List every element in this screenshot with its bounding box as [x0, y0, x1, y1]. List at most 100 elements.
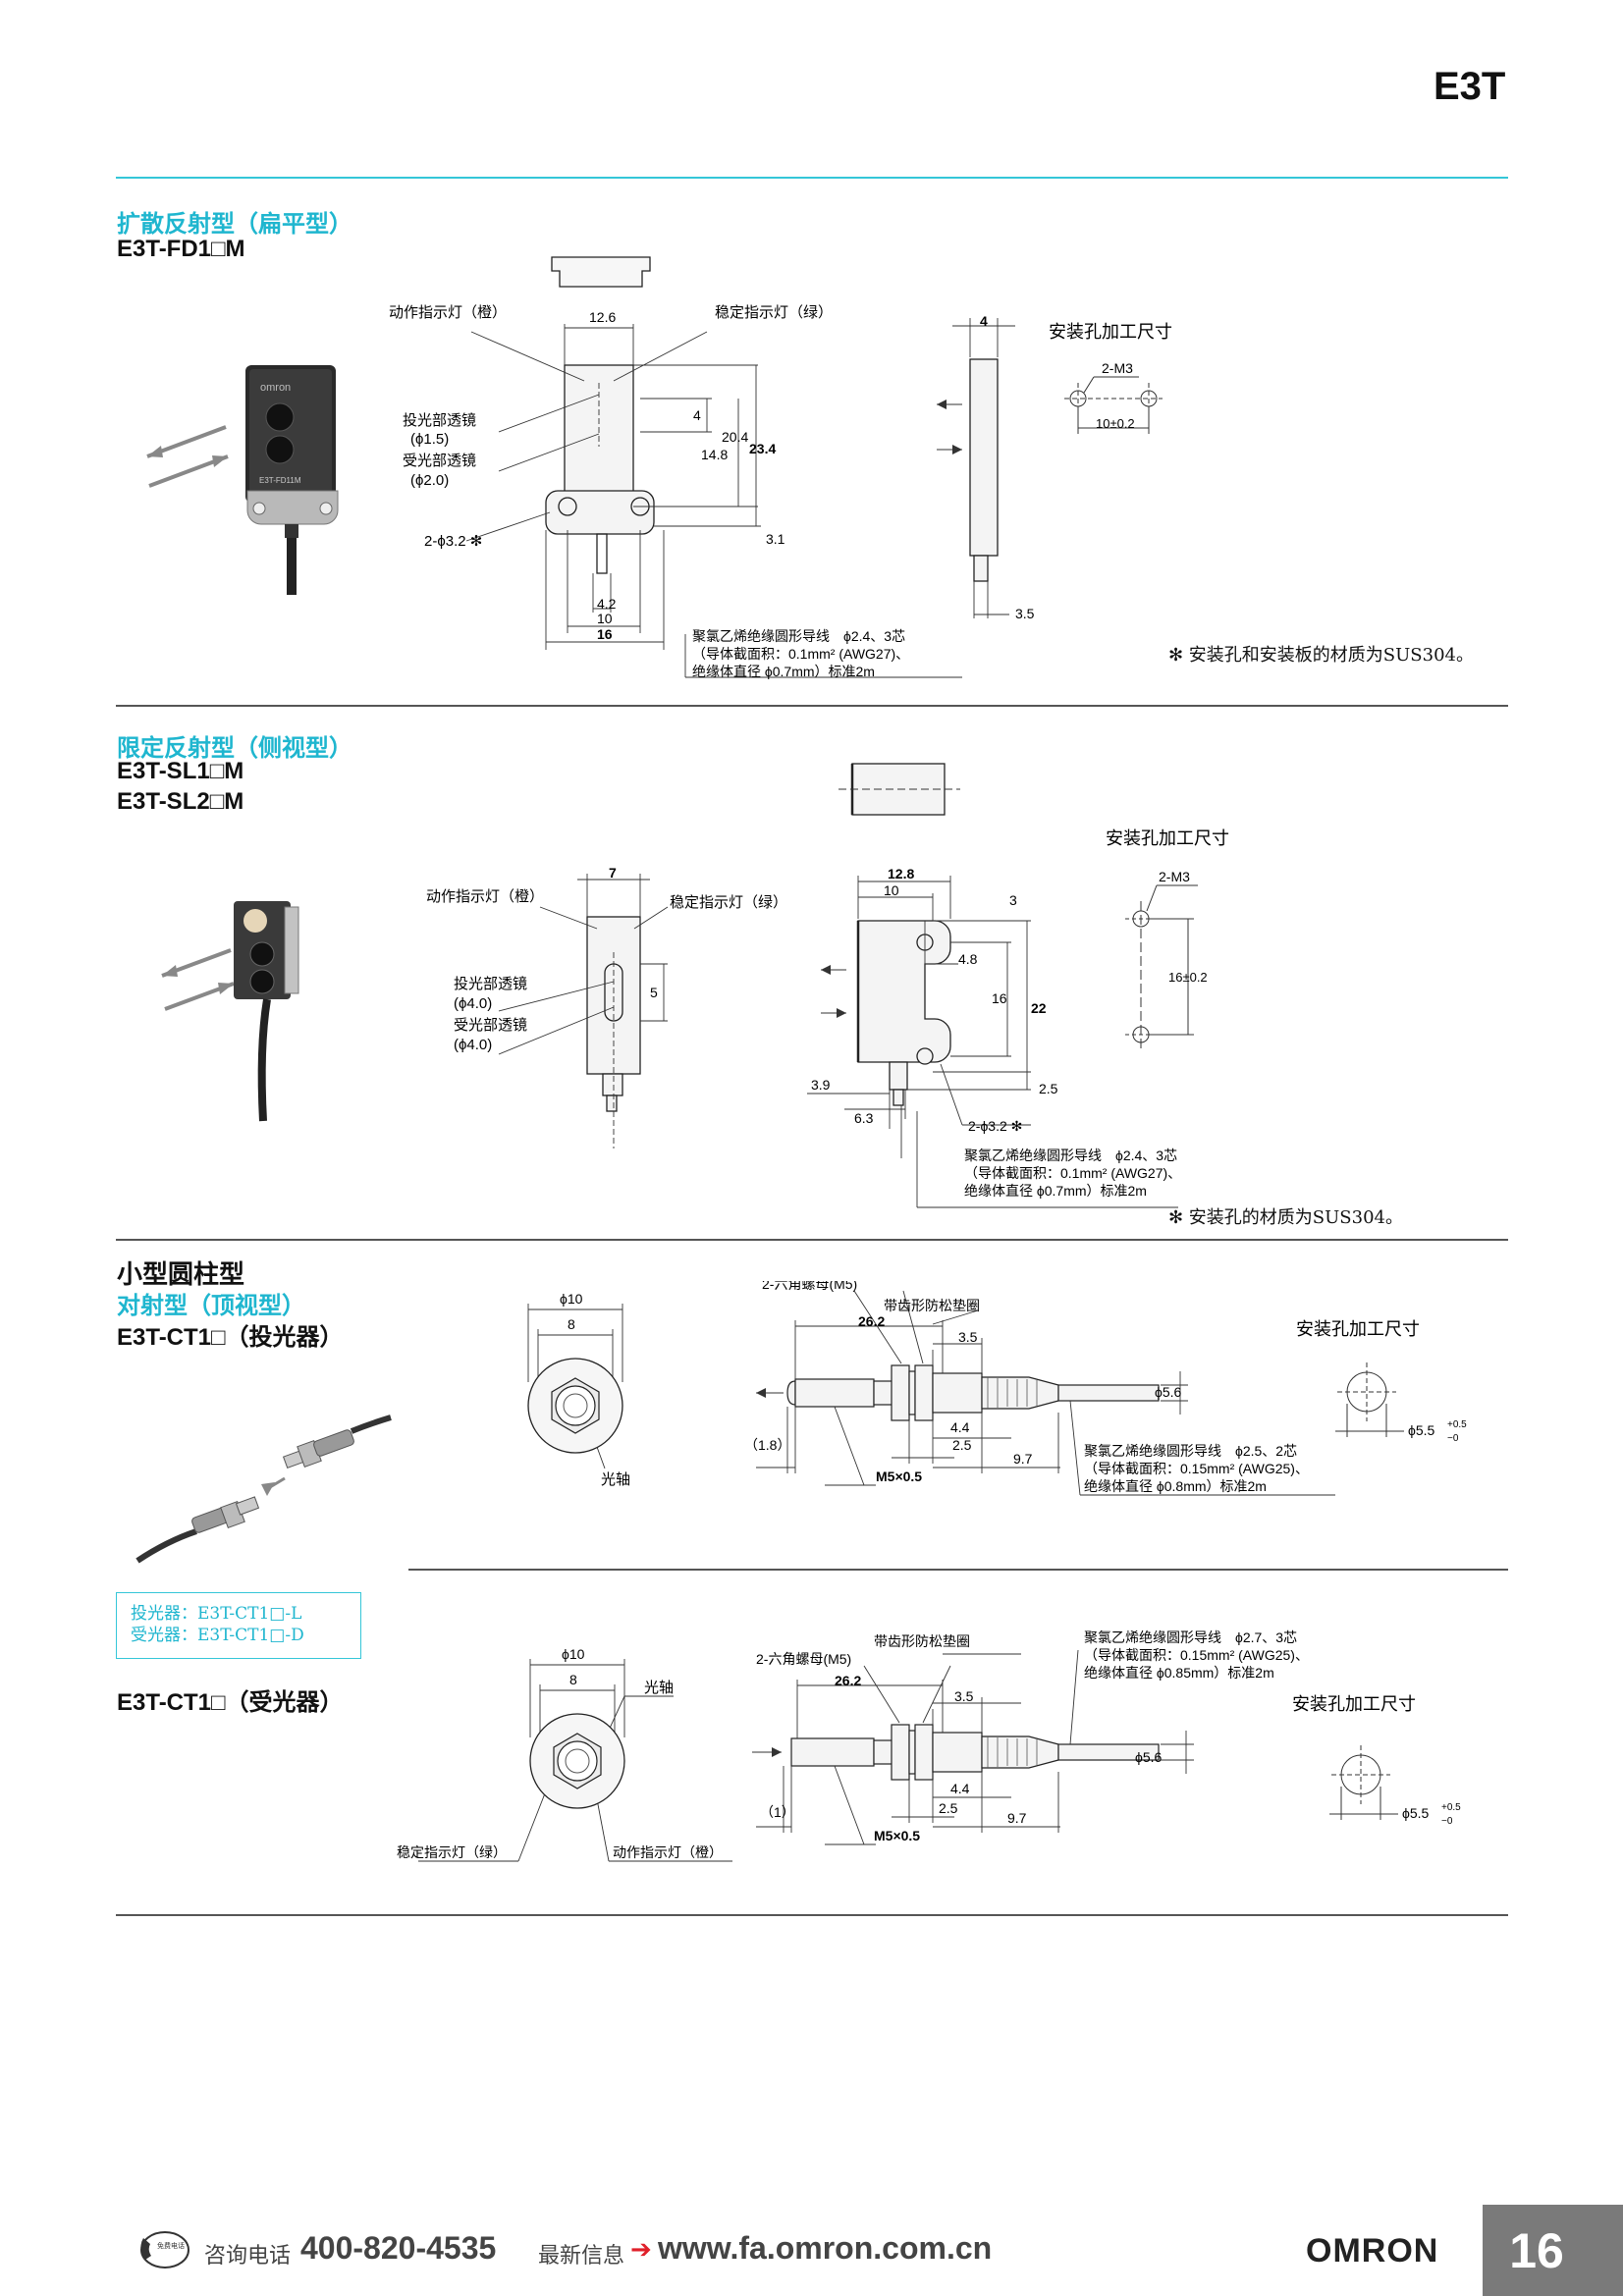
svg-text:（导体截面积：0.15mm² (AWG25)、: （导体截面积：0.15mm² (AWG25)、 — [1084, 1461, 1309, 1476]
svg-text:2.5: 2.5 — [1039, 1081, 1058, 1096]
section2-model-1: E3T-SL1□M — [117, 758, 244, 784]
svg-text:8: 8 — [568, 1316, 575, 1332]
photo-label: E3T-FD11M — [259, 476, 301, 485]
svg-text:2-ϕ3.2 ✻: 2-ϕ3.2 ✻ — [968, 1118, 1022, 1134]
svg-text:22: 22 — [1031, 1000, 1047, 1016]
svg-text:聚氯乙烯绝缘圆形导线 ϕ2.4、3芯: 聚氯乙烯绝缘圆形导线 ϕ2.4、3芯 — [964, 1148, 1177, 1163]
svg-text:23.4: 23.4 — [749, 441, 776, 456]
section2-front-drawing: 7 动作指示灯（橙） 稳定指示灯（绿） 投光部透镜 (ϕ4.0) 受光部透镜 (… — [426, 865, 787, 1148]
svg-text:M5×0.5: M5×0.5 — [874, 1828, 920, 1843]
svg-text:绝缘体直径 ϕ0.8mm）标准2m: 绝缘体直径 ϕ0.8mm）标准2m — [1084, 1478, 1267, 1494]
svg-text:26.2: 26.2 — [858, 1313, 885, 1329]
svg-text:4: 4 — [693, 407, 701, 423]
svg-text:安装孔加工尺寸: 安装孔加工尺寸 — [1049, 322, 1172, 342]
product-code: E3T — [1434, 65, 1506, 108]
svg-text:3.5: 3.5 — [954, 1688, 974, 1704]
emitter-side-drawing: 2-六角螺母(M5) 带齿形防松垫圈 26.2 3.5 ϕ5.6 （1.8） 4… — [744, 1281, 1335, 1496]
svg-text:2-ϕ3.2 ✻: 2-ϕ3.2 ✻ — [424, 533, 482, 550]
svg-text:聚氯乙烯绝缘圆形导线 ϕ2.7、3芯: 聚氯乙烯绝缘圆形导线 ϕ2.7、3芯 — [1084, 1629, 1297, 1645]
svg-text:投光部透镜: 投光部透镜 — [454, 975, 527, 992]
news-label: 最新信息 — [538, 2243, 625, 2268]
variant-box: 投光器：E3T-CT1□-L 受光器：E3T-CT1□-D — [116, 1592, 361, 1659]
section-divider — [116, 1239, 1508, 1241]
section2-title: 限定反射型（侧视型） — [117, 735, 352, 762]
section1-model: E3T-FD1□M — [117, 236, 245, 262]
omron-logo: OMRON — [1306, 2232, 1439, 2269]
svg-text:7: 7 — [609, 865, 617, 881]
svg-text:2-M3: 2-M3 — [1159, 869, 1190, 884]
svg-text:12.8: 12.8 — [888, 866, 914, 881]
svg-text:12.6: 12.6 — [589, 309, 616, 325]
svg-text:4.2: 4.2 — [597, 596, 617, 612]
receiver-mount-drawing: 安装孔加工尺寸 ϕ5.5 +0.5 −0 — [1292, 1694, 1461, 1827]
website-link[interactable]: www.fa.omron.com.cn — [658, 2230, 993, 2266]
svg-text:光轴: 光轴 — [644, 1680, 674, 1696]
emitter-front-drawing: ϕ10 8 光轴 — [527, 1291, 630, 1488]
svg-text:4.4: 4.4 — [950, 1419, 970, 1435]
svg-text:6.3: 6.3 — [854, 1110, 874, 1126]
svg-text:4: 4 — [980, 313, 988, 329]
svg-text:动作指示灯（橙）: 动作指示灯（橙） — [426, 888, 544, 905]
svg-text:ϕ5.6: ϕ5.6 — [1135, 1749, 1163, 1765]
svg-text:9.7: 9.7 — [1013, 1451, 1033, 1467]
svg-text:绝缘体直径 ϕ0.7mm）标准2m: 绝缘体直径 ϕ0.7mm）标准2m — [692, 664, 875, 679]
hotline-number[interactable]: 400-820-4535 — [300, 2230, 497, 2266]
svg-text:16±0.2: 16±0.2 — [1168, 970, 1208, 985]
svg-text:4.4: 4.4 — [950, 1781, 970, 1796]
svg-text:安装孔加工尺寸: 安装孔加工尺寸 — [1292, 1694, 1416, 1714]
section2-side-drawing: 12.8 10 3 4.8 16 22 2.5 3.9 6.3 2-ϕ3.2 ✻… — [807, 866, 1181, 1208]
svg-text:聚氯乙烯绝缘圆形导线 ϕ2.4、3芯: 聚氯乙烯绝缘圆形导线 ϕ2.4、3芯 — [692, 628, 905, 644]
variant-receiver: 受光器：E3T-CT1□-D — [131, 1626, 304, 1645]
page-number-tab: 16 — [1483, 2205, 1623, 2296]
svg-text:3: 3 — [1009, 892, 1017, 908]
svg-text:−0: −0 — [1441, 1816, 1453, 1827]
svg-text:2-六角螺母(M5): 2-六角螺母(M5) — [762, 1281, 857, 1292]
section1-product-photo: omron E3T-FD11M — [146, 365, 339, 595]
section1-front-drawing: 动作指示灯（橙） 稳定指示灯（绿） 12.6 投光部透镜 (ϕ1.5) 受光部透… — [389, 256, 962, 679]
svg-text:动作指示灯（橙）: 动作指示灯（橙） — [389, 304, 507, 321]
svg-text:安装孔加工尺寸: 安装孔加工尺寸 — [1106, 828, 1229, 848]
sub-divider — [408, 1569, 1508, 1571]
section2-product-photo — [161, 901, 299, 1122]
receiver-front-drawing: ϕ10 8 光轴 稳定指示灯（绿） 动作指示灯（橙） — [397, 1646, 732, 1862]
svg-text:ϕ10: ϕ10 — [560, 1291, 583, 1307]
svg-text:+0.5: +0.5 — [1441, 1802, 1461, 1813]
svg-text:(ϕ4.0): (ϕ4.0) — [454, 995, 492, 1012]
receiver-side-drawing: 2-六角螺母(M5) 带齿形防松垫圈 26.2 3.5 聚氯乙烯绝缘圆形导线 ϕ… — [752, 1629, 1309, 1845]
svg-text:−0: −0 — [1447, 1433, 1459, 1444]
svg-text:光轴: 光轴 — [601, 1471, 630, 1488]
section1-title: 扩散反射型（扁平型） — [117, 211, 352, 238]
page-number: 16 — [1509, 2223, 1564, 2278]
svg-text:动作指示灯（橙）: 动作指示灯（橙） — [613, 1844, 723, 1860]
variant-emitter: 投光器：E3T-CT1□-L — [131, 1604, 302, 1624]
section3-model-emitter: E3T-CT1□（投光器） — [117, 1324, 344, 1351]
svg-text:14.8: 14.8 — [701, 447, 728, 462]
svg-text:4.8: 4.8 — [958, 951, 978, 967]
emitter-mount-drawing: 安装孔加工尺寸 ϕ5.5 +0.5 −0 — [1296, 1319, 1467, 1444]
svg-text:2.5: 2.5 — [939, 1800, 958, 1816]
svg-text:10±0.2: 10±0.2 — [1096, 416, 1135, 431]
section3-title: 对射型（顶视型） — [117, 1293, 305, 1319]
svg-text:投光部透镜: 投光部透镜 — [403, 411, 476, 429]
svg-text:（导体截面积：0.15mm² (AWG25)、: （导体截面积：0.15mm² (AWG25)、 — [1084, 1647, 1309, 1663]
section1-side-drawing: 4 3.5 — [937, 313, 1035, 621]
svg-text:16: 16 — [992, 990, 1007, 1006]
section1-mount-drawing: 安装孔加工尺寸 2-M3 10±0.2 — [1049, 322, 1172, 434]
svg-text:稳定指示灯（绿）: 稳定指示灯（绿） — [397, 1844, 507, 1860]
svg-text:带齿形防松垫圈: 带齿形防松垫圈 — [874, 1633, 970, 1649]
section3-product-photo — [135, 1415, 392, 1564]
svg-text:10: 10 — [597, 611, 613, 626]
section3-model-receiver: E3T-CT1□（受光器） — [117, 1689, 344, 1716]
svg-text:3.9: 3.9 — [811, 1077, 831, 1093]
svg-text:10: 10 — [884, 882, 899, 898]
svg-text:(ϕ2.0): (ϕ2.0) — [410, 472, 449, 489]
svg-text:+0.5: +0.5 — [1447, 1419, 1467, 1430]
svg-text:聚氯乙烯绝缘圆形导线 ϕ2.5、2芯: 聚氯乙烯绝缘圆形导线 ϕ2.5、2芯 — [1084, 1443, 1297, 1459]
phone-icon: 免费电话 — [140, 2231, 189, 2269]
svg-text:ϕ5.5: ϕ5.5 — [1402, 1805, 1430, 1821]
svg-text:2-M3: 2-M3 — [1102, 360, 1133, 376]
svg-text:ϕ5.6: ϕ5.6 — [1155, 1384, 1182, 1400]
svg-text:安装孔加工尺寸: 安装孔加工尺寸 — [1296, 1319, 1420, 1339]
section1-note: ✻ 安装孔和安装板的材质为SUS304。 — [1168, 645, 1474, 666]
section2-model-2: E3T-SL2□M — [117, 788, 244, 815]
